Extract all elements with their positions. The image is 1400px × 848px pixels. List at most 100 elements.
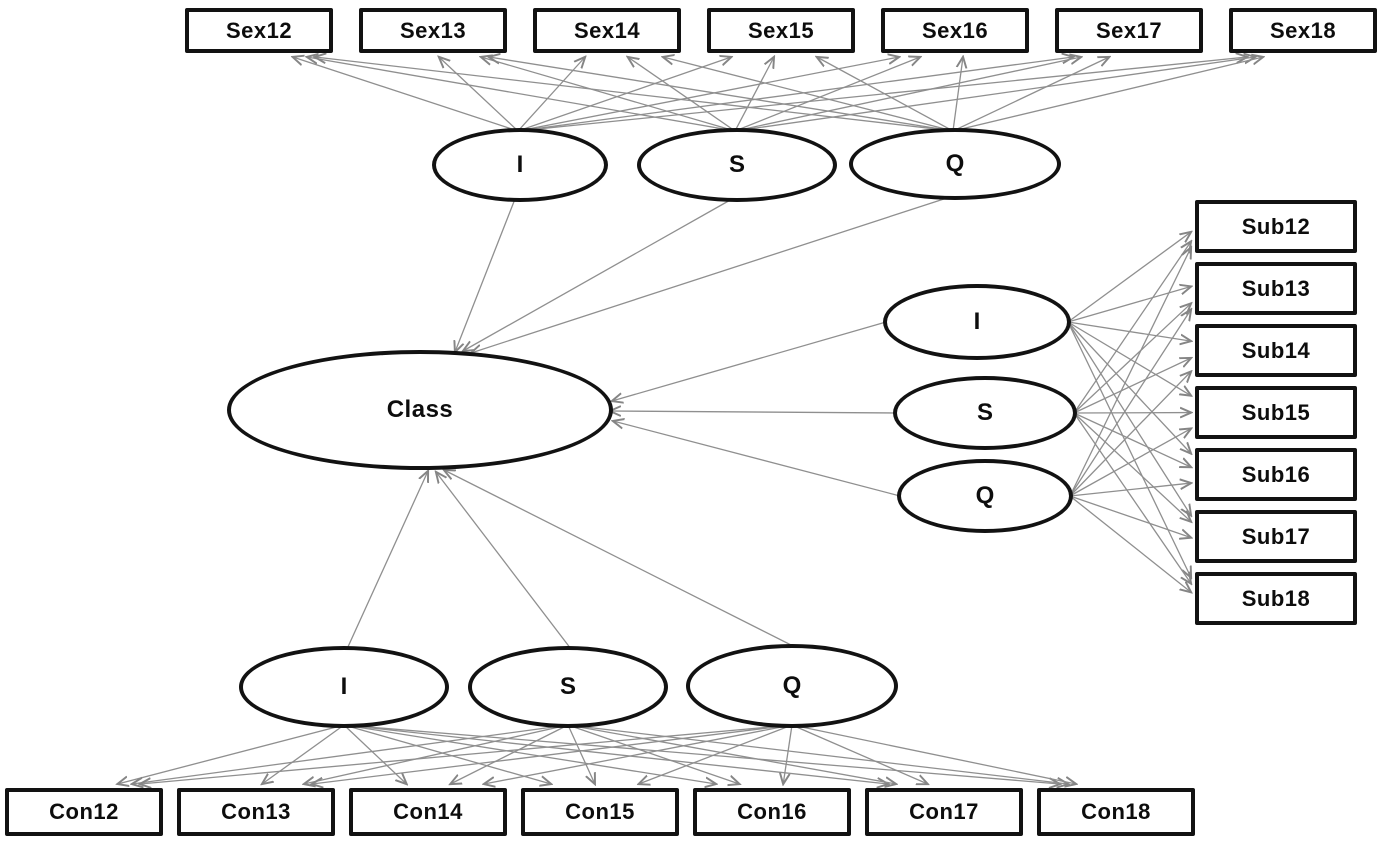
indicator-sub17: Sub17 (1195, 510, 1357, 563)
indicator-sub15: Sub15 (1195, 386, 1357, 439)
edge-conI-Con16 (343, 724, 716, 784)
edge-conS-Con14 (450, 724, 569, 784)
edge-sexS-Sex18 (734, 57, 1255, 132)
edge-sexQ-Sex13 (489, 57, 954, 132)
latent-sub-intercept: I (883, 284, 1071, 360)
latent-class: Class (227, 350, 613, 470)
edge-sexS-Sex17 (734, 57, 1081, 132)
edge-conI-Class (346, 471, 428, 650)
edge-subS-Class (610, 411, 897, 413)
edge-conQ-Con16 (783, 724, 793, 784)
edge-subQ-Class (613, 421, 901, 497)
edge-sexI-Sex13 (439, 57, 519, 132)
edge-conS-Con12 (132, 724, 569, 784)
edge-subI-Sub12 (1067, 232, 1191, 323)
indicator-con18: Con18 (1037, 788, 1195, 836)
indicator-sub13: Sub13 (1195, 262, 1357, 315)
edge-conI-Con18 (343, 724, 1060, 784)
edge-subQ-Sub17 (1069, 495, 1191, 538)
edge-sexQ-Sex12 (315, 57, 954, 132)
edge-subQ-Sub12 (1069, 248, 1191, 497)
edge-sexQ-Class (471, 196, 951, 353)
edge-sexI-Sex16 (517, 57, 899, 132)
edge-conI-Con17 (343, 724, 888, 784)
edge-subS-Sub14 (1073, 358, 1191, 414)
latent-sub-slope: S (893, 376, 1077, 450)
edge-sexQ-Sex14 (663, 57, 954, 132)
indicator-sub12: Sub12 (1195, 200, 1357, 253)
indicator-con13: Con13 (177, 788, 335, 836)
edge-conS-Con18 (567, 724, 1068, 784)
indicator-sub18: Sub18 (1195, 572, 1357, 625)
edge-sexQ-Sex15 (817, 57, 954, 132)
latent-con-intercept: I (239, 646, 449, 728)
indicator-sex16: Sex16 (881, 8, 1029, 53)
edge-sexS-Sex13 (481, 57, 736, 132)
edge-conI-Con12 (118, 724, 345, 784)
edge-conS-Con13 (304, 724, 569, 784)
indicator-sub14: Sub14 (1195, 324, 1357, 377)
edge-conQ-Class (444, 470, 796, 648)
edge-subQ-Sub13 (1069, 310, 1191, 497)
edge-subS-Sub18 (1073, 412, 1191, 584)
edge-sexI-Class (455, 198, 516, 352)
edge-sexS-Sex14 (628, 57, 736, 132)
edge-subI-Sub18 (1067, 321, 1191, 578)
edge-conQ-Con13 (312, 724, 793, 784)
edge-sexS-Sex15 (734, 57, 774, 132)
indicator-sex15: Sex15 (707, 8, 855, 53)
edge-conS-Con15 (567, 724, 595, 784)
edge-sexI-Sex14 (517, 57, 585, 132)
edge-sexS-Sex12 (307, 57, 736, 132)
edge-conS-Class (436, 472, 572, 650)
edge-sexI-Sex18 (517, 57, 1247, 132)
latent-con-slope: S (468, 646, 668, 728)
latent-sex-slope: S (637, 128, 837, 202)
edge-sexS-Class (463, 198, 733, 351)
edge-sexI-Sex15 (517, 57, 731, 132)
edge-subQ-Sub15 (1069, 429, 1191, 497)
edge-conQ-Con15 (639, 724, 793, 784)
indicator-con16: Con16 (693, 788, 851, 836)
indicator-sub16: Sub16 (1195, 448, 1357, 501)
edge-sexI-Sex12 (293, 57, 519, 132)
indicator-con14: Con14 (349, 788, 507, 836)
indicator-sex14: Sex14 (533, 8, 681, 53)
indicator-con12: Con12 (5, 788, 163, 836)
edge-conQ-Con14 (484, 724, 793, 784)
latent-sub-quadratic: Q (897, 459, 1073, 533)
edge-subQ-Sub14 (1069, 372, 1191, 497)
indicator-sex12: Sex12 (185, 8, 333, 53)
edge-subI-Sub15 (1067, 321, 1191, 396)
edge-conS-Con16 (567, 724, 739, 784)
edge-subS-Sub12 (1073, 242, 1191, 414)
edge-conQ-Con12 (140, 724, 793, 784)
edge-subI-Sub17 (1067, 321, 1191, 516)
latent-sex-quadratic: Q (849, 128, 1061, 200)
edge-subS-Sub16 (1073, 412, 1191, 467)
edge-conQ-Con18 (791, 724, 1076, 784)
indicator-con17: Con17 (865, 788, 1023, 836)
indicator-sex17: Sex17 (1055, 8, 1203, 53)
edge-subI-Class (612, 321, 887, 401)
edge-sexI-Sex17 (517, 57, 1073, 132)
edge-subI-Sub13 (1067, 287, 1191, 323)
edge-sexQ-Sex18 (952, 57, 1263, 132)
indicator-sex13: Sex13 (359, 8, 507, 53)
latent-con-quadratic: Q (686, 644, 898, 728)
edge-subS-Sub13 (1073, 303, 1191, 414)
edge-subS-Sub17 (1073, 412, 1191, 522)
edge-sexQ-Sex17 (952, 57, 1109, 132)
edge-sexS-Sex16 (734, 57, 920, 132)
edge-subQ-Sub16 (1069, 483, 1191, 497)
edge-conS-Con17 (567, 724, 896, 784)
edge-conI-Con13 (262, 724, 345, 784)
edge-subI-Sub16 (1067, 321, 1191, 454)
edge-sexQ-Sex16 (952, 57, 963, 132)
indicator-con15: Con15 (521, 788, 679, 836)
edge-conQ-Con17 (791, 724, 928, 784)
edge-subQ-Sub18 (1069, 495, 1191, 592)
latent-sex-intercept: I (432, 128, 608, 202)
